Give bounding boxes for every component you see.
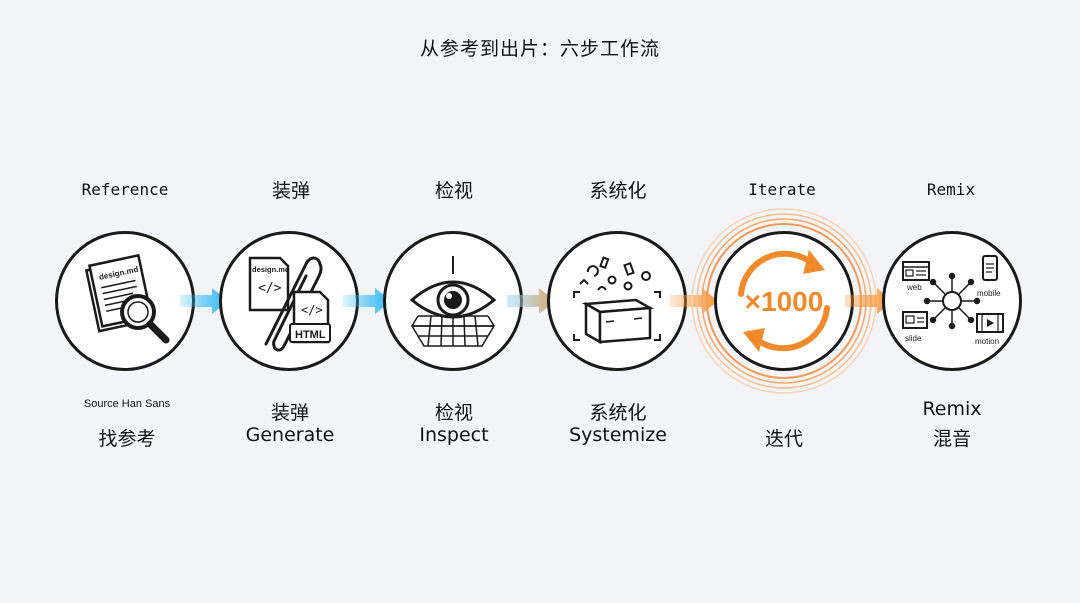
step-6-bottom-label-en: Remix: [922, 398, 982, 420]
step-1-top-label: Reference: [81, 180, 169, 199]
slide-icon: [902, 311, 928, 329]
web-icon: [902, 261, 930, 281]
step-5-circle: ×1000: [714, 231, 854, 371]
motion-label: motion: [975, 337, 999, 346]
step-3-top-label: 检视: [434, 180, 473, 202]
eye-grid-icon: [409, 256, 497, 347]
step-6-bottom-label-cn: 混音: [932, 428, 971, 450]
web-label: web: [906, 283, 922, 292]
step-2-top-label: 装弹: [271, 180, 310, 202]
document-search-icon: design.md: [84, 253, 170, 344]
step-1-bottom-label: 找参考: [98, 428, 156, 450]
step-5-bottom-label: 迭代: [764, 428, 803, 450]
design-md-label: design.md: [252, 265, 290, 274]
html-label: HTML: [295, 329, 326, 341]
slide-label: slide: [905, 334, 922, 343]
step-6-top-label: Remix: [926, 180, 976, 199]
step-3-bottom-label-en: Inspect: [419, 424, 489, 446]
iterate-count-label: ×1000: [745, 286, 824, 317]
arrow-icon: [180, 288, 228, 314]
step-2-bottom-label-cn: 装弹: [270, 402, 309, 424]
svg-text:</>: </>: [301, 303, 323, 317]
step-1-circle: design.md: [55, 231, 195, 371]
mobile-icon: [982, 255, 998, 281]
step-4-bottom-label-cn: 系统化: [589, 402, 647, 424]
step-4-top-label: 系统化: [589, 180, 647, 202]
step-2-bottom-label-en: Generate: [245, 424, 335, 446]
step-5-top-label: Iterate: [748, 180, 816, 199]
step-4-circle: [547, 231, 687, 371]
mobile-label: mobile: [977, 289, 1001, 298]
step-3-bottom-label-cn: 检视: [434, 402, 473, 424]
arrow-icon: [670, 288, 718, 314]
arrow-icon: [343, 288, 391, 314]
box-components-icon: [573, 256, 661, 345]
step-6-circle: web mobile slide motion: [882, 231, 1022, 371]
page-title: 从参考到出片：六步工作流: [419, 38, 660, 60]
arrow-icon: [507, 288, 555, 314]
arrow-icon: [845, 288, 893, 314]
step-1-font-note: Source Han Sans: [83, 398, 171, 410]
cycle-arrows-icon: ×1000: [738, 250, 830, 352]
step-4-bottom-label-en: Systemize: [569, 424, 667, 446]
motion-icon: [976, 313, 1004, 333]
remix-hub-icon: web mobile slide motion: [902, 255, 1004, 346]
step-3-circle: [383, 231, 523, 371]
svg-text:</>: </>: [258, 281, 282, 296]
step-2-circle: design.md </> </> HTML: [219, 231, 359, 371]
generate-files-icon: design.md </> </> HTML: [248, 256, 331, 352]
